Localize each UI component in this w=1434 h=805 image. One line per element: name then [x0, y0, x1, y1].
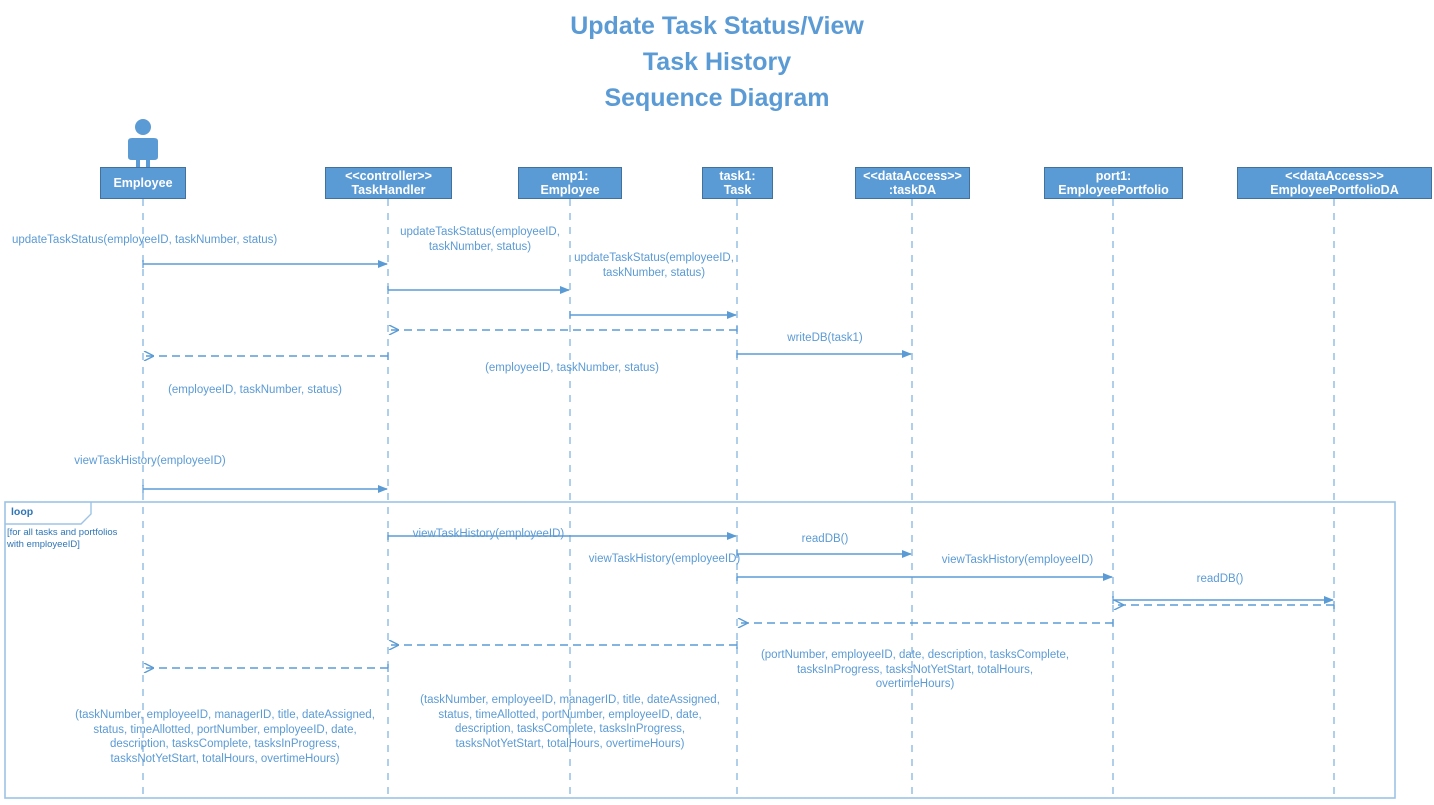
lifeline-head-taskhandler[interactable]: <<controller>>TaskHandler [325, 167, 452, 199]
message-label-m11: viewTaskHistory(employeeID) [588, 553, 741, 565]
lifeline-head-task1[interactable]: task1:Task [702, 167, 773, 199]
message-label-m19: (taskNumber, employeeID, managerID, titl… [75, 709, 375, 765]
lifeline-head-line1: <<dataAccess>> [863, 169, 962, 183]
lifeline-head-emp1[interactable]: emp1:Employee [518, 167, 622, 199]
message-label-m20: (taskNumber, employeeID, managerID, titl… [420, 694, 720, 750]
lifeline-head-line1: emp1: [551, 169, 589, 183]
title-line-2: Task History [642, 48, 792, 76]
lifeline-head-taskda[interactable]: <<dataAccess>>:taskDA [855, 167, 970, 199]
lifeline-head-line1: <<dataAccess>> [1285, 169, 1384, 183]
title-line-1: Update Task Status/View [570, 12, 864, 40]
page-title: Update Task Status/View Task History Seq… [0, 8, 1434, 116]
message-label-m8: viewTaskHistory(employeeID) [74, 455, 226, 467]
lifeline-head-line1: task1: [719, 169, 756, 183]
lifeline-head-line2: Task [723, 183, 752, 197]
lifeline-head-line2: EmployeePortfolio [1058, 183, 1169, 197]
lifeline-head-line2: EmployeePortfolioDA [1270, 183, 1399, 197]
lifeline-head-line2: TaskHandler [351, 183, 426, 197]
message-label-m7: (employeeID, taskNumber, status) [168, 384, 342, 396]
lifeline-head-port1[interactable]: port1:EmployeePortfolio [1044, 167, 1183, 199]
actor-person-icon [128, 119, 158, 167]
loop-fragment-label: loop [11, 506, 34, 518]
lifeline-head-employee[interactable]: Employee [100, 167, 186, 199]
lifeline-head-line1: <<controller>> [345, 169, 432, 183]
lifeline-head-line1: port1: [1095, 169, 1132, 183]
message-label-m6: (employeeID, taskNumber, status) [485, 362, 659, 374]
message-label-m9: viewTaskHistory(employeeID) [412, 528, 565, 540]
lifeline-head-line1: Employee [113, 176, 173, 190]
message-label-m1: updateTaskStatus(employeeID, taskNumber,… [12, 234, 278, 246]
lifeline-head-empportda[interactable]: <<dataAccess>>EmployeePortfolioDA [1237, 167, 1432, 199]
loop-fragment-guard: [for all tasks and portfolios with emplo… [7, 527, 118, 550]
message-label-m10: readDB() [801, 533, 849, 545]
title-line-3: Sequence Diagram [604, 84, 830, 112]
message-label-m12: viewTaskHistory(employeeID) [941, 554, 1094, 566]
lifeline-head-line2: :taskDA [888, 183, 937, 197]
message-label-m13: readDB() [1196, 573, 1244, 585]
loop-fragment-frame [4, 501, 1396, 799]
message-label-m16: (portNumber, employeeID, date, descripti… [760, 649, 1070, 690]
loop-fragment-tab [5, 502, 92, 525]
lifeline-head-line2: Employee [540, 183, 600, 197]
message-label-m2: updateTaskStatus(employeeID, taskNumber,… [400, 226, 560, 253]
message-label-m3: updateTaskStatus(employeeID, taskNumber,… [574, 252, 734, 279]
message-label-m5: writeDB(task1) [787, 332, 863, 344]
